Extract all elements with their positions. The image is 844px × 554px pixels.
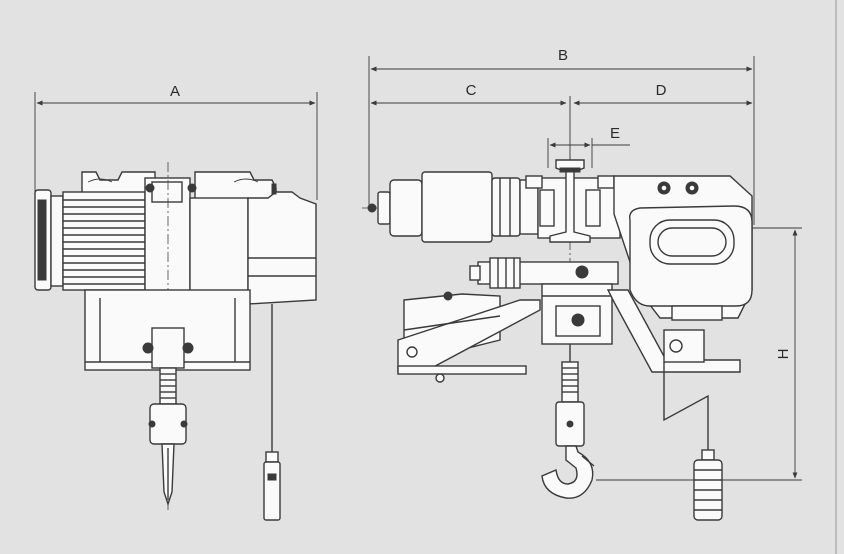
side-hook-assembly	[142, 327, 194, 507]
dimension-e-label: E	[610, 125, 620, 142]
dimension-d-label: D	[656, 82, 667, 99]
front-trolley	[525, 96, 621, 420]
dimension-c: C	[370, 82, 567, 106]
motor-end-ribs	[37, 199, 47, 281]
dimension-b-label: B	[558, 47, 568, 64]
front-chain-block	[541, 283, 613, 345]
side-control-box	[247, 191, 317, 305]
front-hook	[541, 445, 594, 499]
front-view: B C D E H	[362, 47, 802, 521]
motor-collar	[50, 195, 64, 287]
dimension-a-label: A	[170, 83, 180, 100]
side-gearbox	[189, 197, 249, 305]
front-counterweight	[397, 291, 541, 383]
front-pendant-switch	[663, 362, 723, 521]
side-view: A	[34, 83, 318, 521]
dimension-c-label: C	[466, 82, 477, 99]
dimension-b: B	[368, 47, 755, 225]
side-pendant-switch	[263, 304, 281, 521]
front-right-bracket	[606, 289, 741, 373]
front-hook-assembly	[541, 344, 595, 499]
dimension-a: A	[34, 83, 318, 200]
front-motor	[362, 171, 548, 243]
front-drive-shaft	[469, 257, 619, 289]
motor-fins	[63, 199, 145, 285]
front-control-housing	[613, 175, 753, 321]
dimension-h-label: H	[775, 349, 792, 360]
side-trolley-right	[194, 171, 277, 201]
